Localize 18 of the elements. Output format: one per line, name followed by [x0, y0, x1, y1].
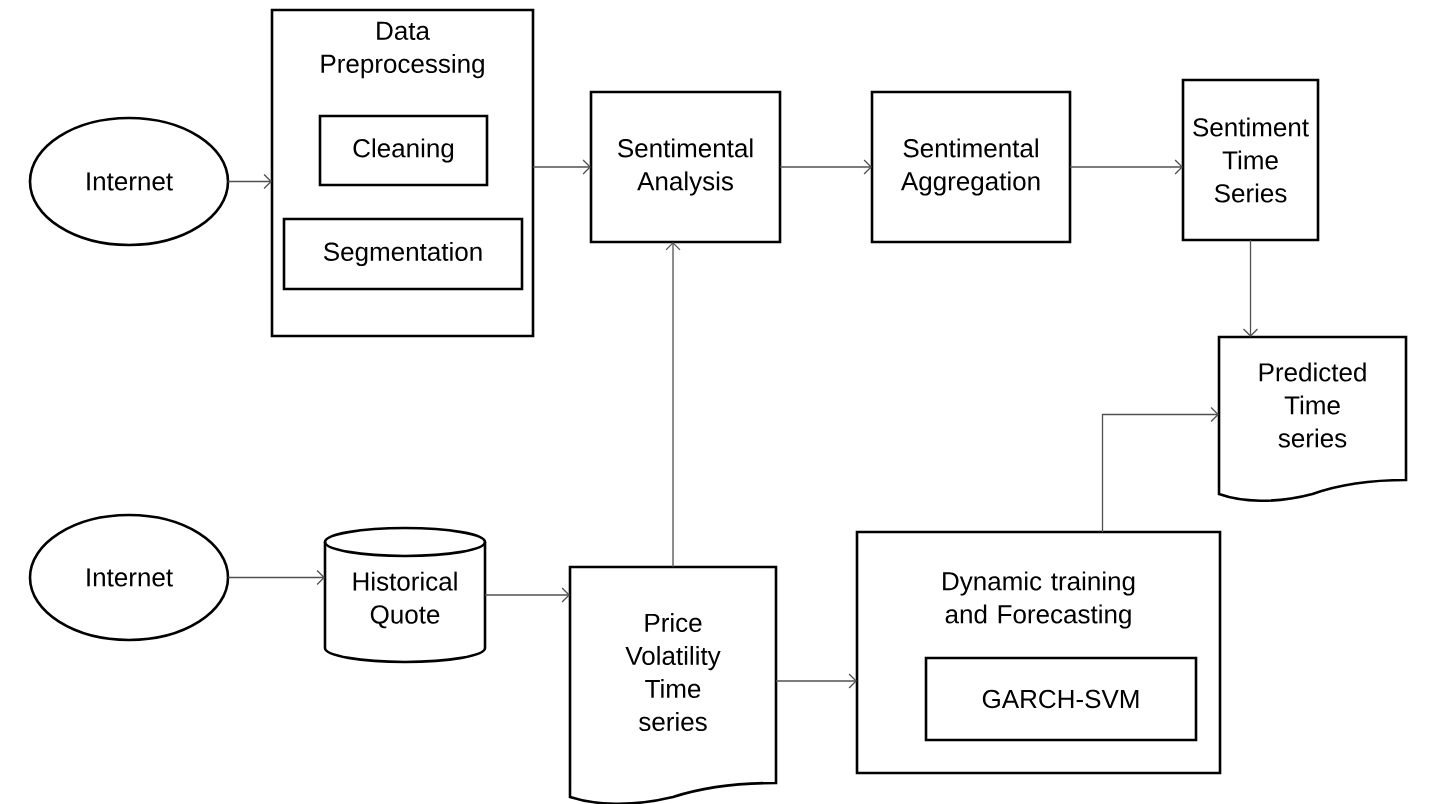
arrow — [227, 569, 325, 586]
process-box: Sentimental Aggregation — [870, 90, 1072, 244]
arrow — [775, 673, 857, 689]
process-box: Sentiment Time Series — [1181, 78, 1320, 242]
process-box: Segmentation — [282, 217, 524, 291]
arrow — [227, 173, 272, 190]
process-box: GARCH-SVM — [924, 656, 1198, 742]
arrow — [1242, 239, 1259, 337]
arrow — [532, 159, 591, 175]
database-cylinder: Historical Quote — [323, 526, 487, 664]
arrow — [484, 587, 570, 603]
process-box: Sentimental Analysis — [589, 90, 782, 244]
arrow — [1069, 159, 1183, 175]
arrow — [779, 159, 872, 175]
arrow — [665, 242, 681, 568]
node-label: Historical Quote — [353, 571, 457, 629]
process-box: Cleaning — [318, 114, 489, 187]
arrow — [1101, 406, 1219, 533]
